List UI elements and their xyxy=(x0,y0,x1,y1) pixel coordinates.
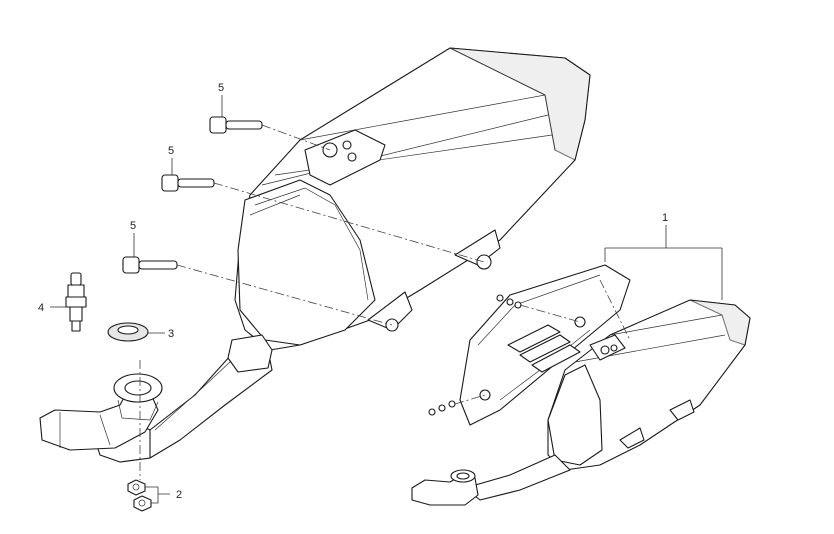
exhaust-gasket[interactable] xyxy=(107,322,149,342)
leader-2 xyxy=(145,486,170,504)
leader-1 xyxy=(604,225,723,300)
exhaust-pipe[interactable] xyxy=(39,334,273,463)
callout-1: 1 xyxy=(662,212,668,224)
alignment-line-top xyxy=(261,124,331,151)
callout-4: 4 xyxy=(38,302,44,314)
bolt-low[interactable] xyxy=(122,256,178,274)
callout-3: 3 xyxy=(168,328,174,340)
alignment-line-mid xyxy=(213,182,485,263)
callout-5-top: 5 xyxy=(218,82,224,94)
callout-2: 2 xyxy=(176,489,182,501)
bolt-mid[interactable] xyxy=(161,174,215,192)
bolt-top[interactable] xyxy=(209,116,263,134)
flange-nuts[interactable] xyxy=(127,479,152,512)
oxygen-sensor[interactable] xyxy=(65,272,87,332)
callout-5-low: 5 xyxy=(130,220,136,232)
alignment-line-low xyxy=(176,264,393,326)
muffler-assembly[interactable] xyxy=(411,264,751,506)
callout-5-mid: 5 xyxy=(168,145,174,157)
main-muffler[interactable] xyxy=(234,47,591,351)
